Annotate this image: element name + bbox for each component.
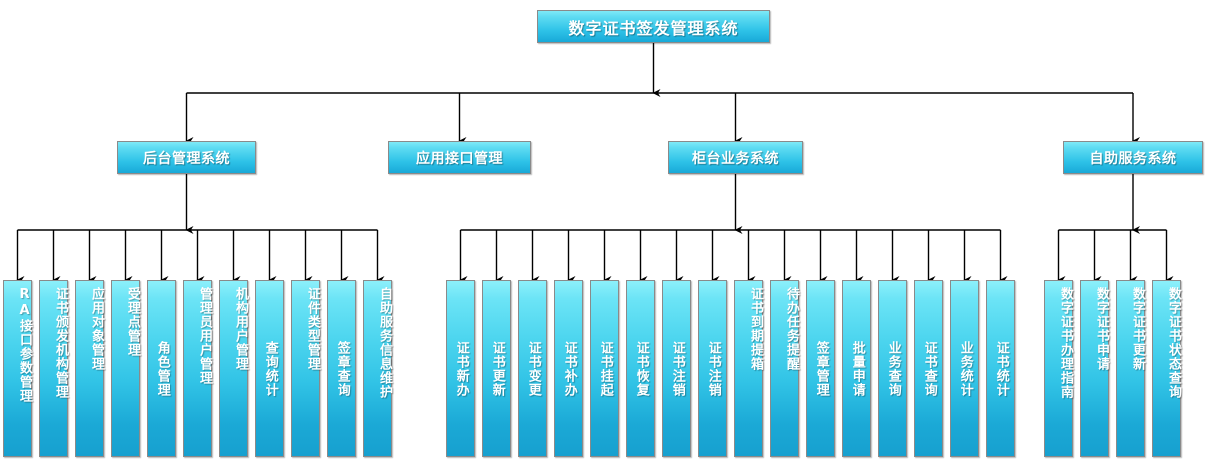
node-label: 证书查询 [921,340,937,397]
leaf-node-backend-10[interactable]: 自助服务信息维护 [363,280,392,457]
node-label: 数字证书更新 [1130,287,1145,371]
leaf-node-backend-9[interactable]: 签章查询 [327,280,356,457]
node-label: 证书到期提箱 [748,287,763,371]
leaf-node-selfservice-3[interactable]: 数字证书状态查询 [1152,280,1181,457]
branch-node-backend[interactable]: 后台管理系统 [117,141,256,174]
node-label: 业务查询 [885,340,901,397]
leaf-node-counter-1[interactable]: 证书更新 [482,280,511,457]
leaf-node-counter-12[interactable]: 业务查询 [878,280,907,457]
node-label: 证书注销 [669,340,685,397]
node-label: 应用对象管理 [89,287,104,371]
leaf-node-counter-7[interactable]: 证书注销 [698,280,727,457]
leaf-node-backend-7[interactable]: 查询统计 [255,280,284,457]
leaf-node-counter-11[interactable]: 批量申请 [842,280,871,457]
node-label: 证书挂起 [597,340,613,397]
leaf-node-counter-8[interactable]: 证书到期提箱 [734,280,763,457]
leaf-node-backend-2[interactable]: 应用对象管理 [75,280,104,457]
leaf-node-counter-6[interactable]: 证书注销 [662,280,691,457]
node-label: 受理点管理 [125,287,140,357]
node-label: 证件类型管理 [305,287,320,371]
node-label: 后台管理系统 [143,150,230,167]
leaf-node-backend-6[interactable]: 机构用户管理 [219,280,248,457]
leaf-node-counter-0[interactable]: 证书新办 [446,280,475,457]
node-label: 证书变更 [525,340,541,397]
leaf-node-backend-4[interactable]: 角色管理 [147,280,176,457]
branch-node-counter[interactable]: 柜台业务系统 [668,141,803,174]
node-label: 证书新办 [453,340,469,397]
leaf-node-counter-9[interactable]: 待办任务提醒 [770,280,799,457]
node-label: 机构用户管理 [233,287,248,371]
node-label: 批量申请 [849,340,865,397]
leaf-node-counter-5[interactable]: 证书恢复 [626,280,655,457]
node-label: 待办任务提醒 [784,287,799,371]
leaf-node-counter-14[interactable]: 业务统计 [950,280,979,457]
leaf-node-selfservice-0[interactable]: 数字证书办理指南 [1044,280,1073,457]
branch-node-selfservice[interactable]: 自助服务系统 [1063,141,1203,174]
node-label: 查询统计 [262,340,278,397]
node-label: 证书颁发机构管理 [53,287,68,399]
node-label: 证书注销 [705,340,721,397]
leaf-node-selfservice-2[interactable]: 数字证书更新 [1116,280,1145,457]
leaf-node-backend-5[interactable]: 管理员用户管理 [183,280,212,457]
leaf-node-counter-4[interactable]: 证书挂起 [590,280,619,457]
node-label: 应用接口管理 [416,150,503,167]
node-label: 数字证书签发管理系统 [568,18,739,38]
leaf-node-counter-15[interactable]: 证书统计 [986,280,1015,457]
node-label: 柜台业务系统 [692,150,779,167]
node-label: 签章管理 [813,340,829,397]
node-label: 自助服务系统 [1089,150,1177,167]
leaf-node-backend-3[interactable]: 受理点管理 [111,280,140,457]
node-label: RA接口参数管理 [17,287,32,403]
node-label: 证书补办 [561,340,577,397]
leaf-node-counter-2[interactable]: 证书变更 [518,280,547,457]
node-label: 签章查询 [334,340,350,397]
leaf-node-selfservice-1[interactable]: 数字证书申请 [1080,280,1109,457]
branch-node-api[interactable]: 应用接口管理 [388,141,531,174]
node-label: 管理员用户管理 [197,287,212,385]
node-label: 业务统计 [957,340,973,397]
node-label: 角色管理 [154,340,170,397]
node-label: 证书统计 [993,340,1009,397]
leaf-node-counter-10[interactable]: 签章管理 [806,280,835,457]
leaf-node-backend-8[interactable]: 证件类型管理 [291,280,320,457]
node-label: 数字证书办理指南 [1058,287,1073,399]
node-label: 数字证书申请 [1094,287,1109,371]
leaf-node-backend-0[interactable]: RA接口参数管理 [3,280,32,457]
root-node[interactable]: 数字证书签发管理系统 [537,10,770,43]
leaf-node-counter-13[interactable]: 证书查询 [914,280,943,457]
leaf-node-backend-1[interactable]: 证书颁发机构管理 [39,280,68,457]
node-label: 证书更新 [489,340,505,397]
node-label: 自助服务信息维护 [377,287,392,399]
leaf-node-counter-3[interactable]: 证书补办 [554,280,583,457]
node-label: 证书恢复 [633,340,649,397]
node-label: 数字证书状态查询 [1166,287,1181,399]
